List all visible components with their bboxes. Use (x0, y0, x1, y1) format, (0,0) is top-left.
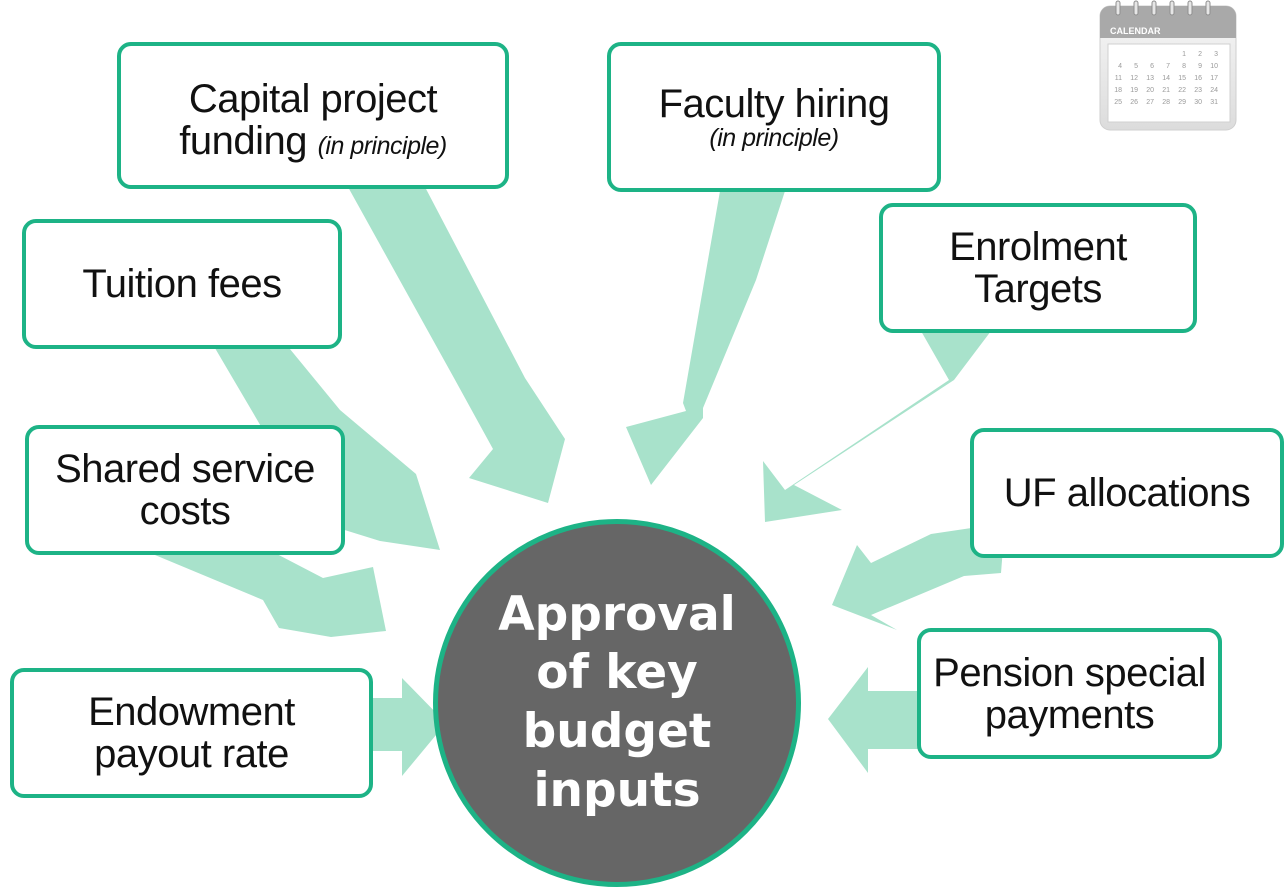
calendar-day: 6 (1150, 63, 1154, 70)
calendar-day: 25 (1114, 99, 1122, 106)
uf-allocations-label: UF allocations (1003, 471, 1251, 515)
arrow-shared-service (155, 552, 386, 637)
arrow-endowment (373, 678, 446, 776)
shared-service-label-line2: costs (139, 489, 231, 533)
endowment-box: Endowment payout rate (10, 668, 373, 798)
calendar-title: CALENDAR (1110, 26, 1161, 36)
calendar-day: 19 (1130, 87, 1138, 94)
calendar-day: 28 (1162, 99, 1170, 106)
capital-project-note: (in principle) (317, 131, 448, 160)
faculty-hiring-label: Faculty hiring (658, 81, 890, 126)
calendar-day: 12 (1130, 75, 1138, 82)
calendar-day: 16 (1194, 75, 1202, 82)
calendar-day: 21 (1162, 87, 1170, 94)
calendar-day: 2 (1198, 51, 1202, 58)
enrolment-targets-label: Enrolment (949, 225, 1127, 269)
endowment-label: Endowment (88, 690, 295, 734)
arrow-uf-allocations (832, 523, 1005, 630)
calendar-day: 9 (1198, 63, 1202, 70)
calendar-day: 26 (1130, 99, 1138, 106)
calendar-day: 7 (1166, 63, 1170, 70)
arrow-pension (828, 667, 918, 773)
calendar-day: 24 (1210, 87, 1218, 94)
calendar-day: 15 (1178, 75, 1186, 82)
calendar-day: 23 (1194, 87, 1202, 94)
endowment-label-line2: payout rate (94, 732, 289, 776)
capital-project-label: Capital project (188, 76, 438, 121)
tuition-fees-box: Tuition fees (22, 219, 342, 349)
calendar-day: 3 (1214, 51, 1218, 58)
faculty-hiring-box: Faculty hiring (in principle) (607, 42, 941, 192)
faculty-hiring-note: (in principle) (709, 123, 839, 152)
arrow-enrolment (763, 331, 991, 522)
capital-project-label-line2: funding (179, 118, 307, 163)
calendar-day: 8 (1182, 63, 1186, 70)
tuition-fees-label: Tuition fees (82, 262, 282, 306)
uf-allocations-box: UF allocations (970, 428, 1284, 558)
approval-hub-label: Approval of key budget inputs (498, 586, 736, 818)
calendar-day: 30 (1194, 99, 1202, 106)
calendar-day: 29 (1178, 99, 1186, 106)
calendar-day: 10 (1210, 63, 1218, 70)
arrow-capital-project (348, 187, 565, 503)
calendar-day: 20 (1146, 87, 1154, 94)
shared-service-box: Shared service costs (25, 425, 345, 555)
calendar-day: 17 (1210, 75, 1218, 82)
calendar-day: 11 (1115, 75, 1122, 82)
calendar-day: 1 (1182, 51, 1186, 58)
enrolment-targets-box: Enrolment Targets (879, 203, 1197, 333)
enrolment-targets-label-line2: Targets (974, 267, 1102, 311)
arrow-faculty-hiring (626, 191, 785, 485)
calendar-day: 31 (1210, 99, 1218, 106)
pension-label-line2: payments (984, 692, 1155, 737)
calendar-day: 5 (1134, 63, 1138, 70)
capital-project-box: Capital project funding (in principle) (117, 42, 509, 189)
approval-hub-circle: Approval of key budget inputs (433, 519, 801, 887)
capital-project-line2: funding (in principle) (179, 120, 447, 162)
calendar-day: 13 (1146, 75, 1154, 82)
calendar-day: 14 (1162, 75, 1170, 82)
calendar-day: 18 (1114, 87, 1122, 94)
calendar-day: 27 (1146, 99, 1154, 106)
calendar-day: 22 (1178, 87, 1186, 94)
calendar-day: 4 (1118, 63, 1122, 70)
shared-service-label: Shared service (55, 447, 315, 491)
pension-label: Pension special (933, 650, 1206, 695)
pension-box: Pension special payments (917, 628, 1222, 759)
